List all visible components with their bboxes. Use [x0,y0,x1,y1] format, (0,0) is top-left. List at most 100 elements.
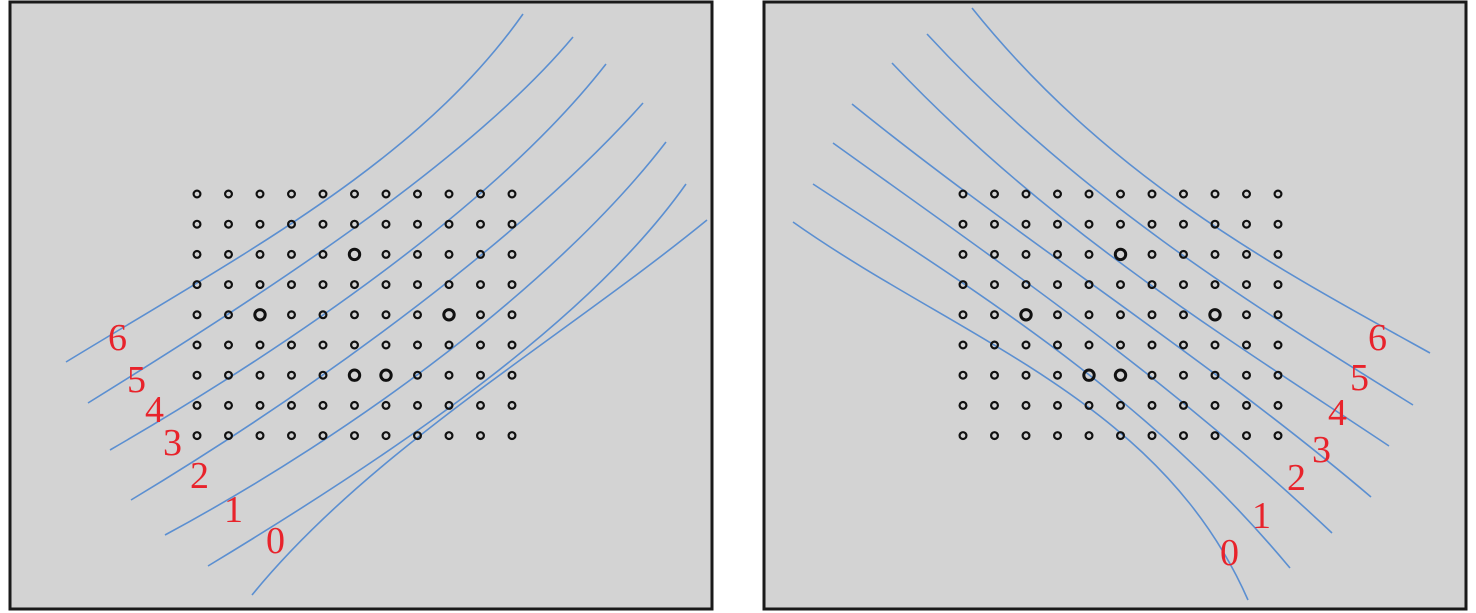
left-grid-dot [413,249,423,259]
left-grid-dot [507,189,517,199]
left-grid-dot [381,219,391,229]
right-grid-dot [1147,249,1157,259]
left-grid-dot [350,340,360,350]
right-panel-background [762,0,1468,611]
left-dot-grid [192,189,517,441]
right-grid-dot [1147,189,1157,199]
left-grid-dot [507,219,517,229]
left-grid-dot [287,280,297,290]
left-grid-dot [287,310,297,320]
right-grid-dot [1241,370,1251,380]
left-grid-dot [476,310,486,320]
left-grid-dot [318,370,328,380]
left-grid-dot [287,249,297,259]
right-grid-dot [1178,310,1188,320]
right-grid-dot [1273,340,1283,350]
right-grid-dot [1115,400,1125,410]
left-grid-dot [318,400,328,410]
right-grid-dot [1273,249,1283,259]
right-grid-dot [1210,431,1220,441]
left-curve-3 [130,102,644,501]
left-grid-dot [476,431,486,441]
right-grid-dot [958,310,968,320]
left-grid-dot [255,400,265,410]
left-highlighted-dot [253,308,267,322]
left-grid-dot [381,249,391,259]
left-label-2: 2 [190,455,209,497]
right-grid-dot [989,219,999,229]
left-grid-dot [507,400,517,410]
right-grid-dot [989,340,999,350]
right-grid-dot [1241,400,1251,410]
left-grid-dot [318,280,328,290]
right-label-3: 3 [1312,429,1331,471]
left-curve-0 [251,219,708,596]
right-label-4: 4 [1328,392,1347,434]
right-grid-dot [958,340,968,350]
left-grid-dot [507,249,517,259]
right-grid-dot [1115,219,1125,229]
left-curve-labels: 6 5 4 3 2 1 0 [108,317,285,562]
left-grid-dot [224,340,234,350]
left-grid-dot [476,370,486,380]
left-grid-dot [224,400,234,410]
left-grid-dot [413,400,423,410]
left-grid-dot [192,249,202,259]
right-label-1: 1 [1252,495,1271,537]
right-grid-dot [1052,249,1062,259]
left-grid-dot [224,189,234,199]
left-grid-dot [287,189,297,199]
right-grid-dot [1084,340,1094,350]
right-highlighted-dot [1082,368,1096,382]
left-curve-5 [87,36,574,404]
left-grid-dot [381,431,391,441]
left-grid-dot [287,370,297,380]
left-grid-dot [192,219,202,229]
right-grid-dot [1084,310,1094,320]
right-grid-dot [1084,431,1094,441]
left-grid-dot [318,249,328,259]
right-grid-dot [1052,340,1062,350]
right-highlighted-dot [1208,308,1222,322]
right-grid-dot [1021,400,1031,410]
right-grid-dot [1052,280,1062,290]
right-grid-dot [1178,400,1188,410]
left-grid-dot [476,280,486,290]
right-grid-dot [1021,280,1031,290]
right-panel: 6 5 4 3 2 1 0 [762,0,1468,611]
left-grid-dot [255,340,265,350]
right-label-5: 5 [1350,357,1369,399]
right-grid-dot [1241,280,1251,290]
left-grid-dot [444,219,454,229]
right-grid-dot [1052,189,1062,199]
right-grid-dot [958,280,968,290]
right-grid-dot [989,280,999,290]
left-grid-dot [381,400,391,410]
right-grid-dot [1115,310,1125,320]
left-grid-dot [192,189,202,199]
left-grid-dot [192,340,202,350]
left-curve-1 [207,183,687,567]
left-curves [65,13,708,596]
left-grid-dot [350,310,360,320]
right-grid-dot [1210,280,1220,290]
right-grid-dot [958,189,968,199]
left-grid-dot [255,280,265,290]
left-grid-dot [192,370,202,380]
left-grid-dot [381,189,391,199]
right-grid-dot [1021,431,1031,441]
left-curve-6 [65,13,524,363]
right-grid-dot [1147,370,1157,380]
right-grid-dot [1084,400,1094,410]
left-grid-dot [476,249,486,259]
right-grid-dot [989,249,999,259]
right-label-2: 2 [1287,457,1306,499]
right-grid-dot [1084,219,1094,229]
left-grid-dot [413,340,423,350]
left-grid-dot [350,280,360,290]
right-grid-dot [1021,249,1031,259]
left-grid-dot [476,340,486,350]
left-grid-dot [224,280,234,290]
right-grid-dot [1147,310,1157,320]
